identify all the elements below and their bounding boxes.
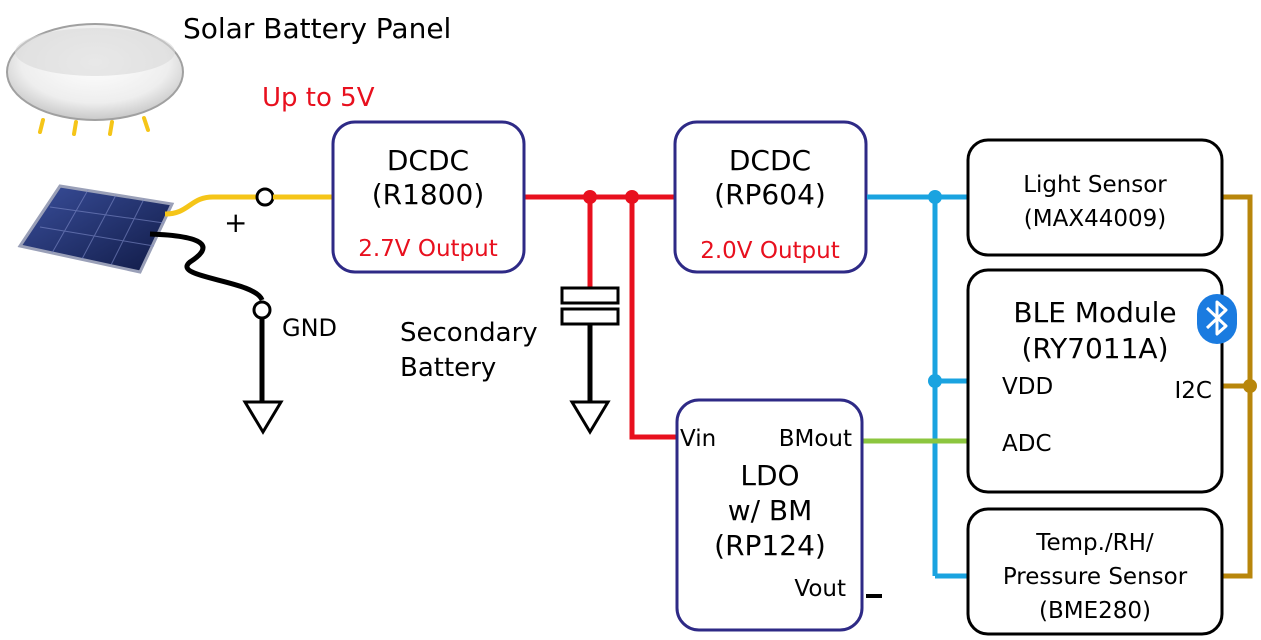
- input-voltage-note: Up to 5V: [262, 83, 375, 113]
- ble-title: BLE Module: [1013, 296, 1176, 329]
- secondary-battery-icon: [560, 286, 620, 435]
- battery-label-line2: Battery: [400, 353, 496, 383]
- red-power-rail: [525, 194, 677, 440]
- env-sensor-title-line2: Pressure Sensor: [1003, 564, 1188, 590]
- ldo-vout-pin: Vout: [794, 576, 846, 602]
- light-sensor-title: Light Sensor: [1023, 172, 1167, 198]
- junction-dot: [928, 190, 942, 204]
- bluetooth-icon: [1197, 294, 1237, 344]
- ldo-subtitle: w/ BM: [728, 494, 813, 527]
- ldo-rp124-box: [675, 398, 864, 632]
- junction-dot: [928, 374, 942, 388]
- dcdc1-part: (R1800): [372, 178, 485, 211]
- light-sensor-box: [966, 138, 1224, 257]
- dcdc2-part: (RP604): [714, 178, 826, 211]
- env-sensor-box: [966, 507, 1224, 636]
- dcdc-rp604-box: [673, 120, 868, 274]
- ldo-part: (RP124): [714, 529, 826, 562]
- ble-adc-pin: ADC: [1002, 431, 1052, 457]
- dcdc1-output: 2.7V Output: [358, 236, 498, 262]
- ble-vdd-pin: VDD: [1002, 374, 1053, 400]
- positive-terminal-icon: [255, 187, 275, 207]
- dcdc2-output: 2.0V Output: [700, 238, 840, 264]
- light-sensor-part: (MAX44009): [1024, 206, 1166, 232]
- ble-i2c-pin: I2C: [1175, 378, 1212, 404]
- env-sensor-title-line1: Temp./RH/: [1035, 530, 1154, 556]
- gnd-label: GND: [282, 314, 337, 342]
- diagram-title: Solar Battery Panel: [183, 12, 451, 45]
- dcdc1-title: DCDC: [387, 144, 469, 177]
- positive-terminal-label: +: [224, 206, 247, 239]
- solar-panel-icon: [17, 184, 175, 274]
- ble-part: (RY7011A): [1021, 332, 1168, 365]
- junction-dot: [625, 190, 639, 204]
- blue-power-rail: [867, 194, 968, 579]
- dcdc2-title: DCDC: [729, 144, 811, 177]
- battery-label-line1: Secondary: [400, 318, 538, 348]
- ground-symbol-icon: [242, 400, 284, 435]
- panel-negative-wire: [149, 231, 265, 302]
- ldo-bmout-pin: BMout: [779, 426, 852, 452]
- dcdc-r1800-box: [331, 120, 526, 274]
- gnd-terminal-icon: [252, 300, 272, 320]
- junction-dot: [1243, 379, 1257, 393]
- panel-positive-wire: [164, 194, 258, 217]
- ldo-title: LDO: [740, 459, 799, 492]
- env-sensor-part: (BME280): [1039, 598, 1151, 624]
- ldo-vin-pin: Vin: [680, 426, 716, 452]
- light-rays-icon: [38, 116, 150, 136]
- light-source-lamp-icon: [6, 23, 184, 136]
- ble-module-box: [966, 268, 1224, 494]
- junction-dot: [583, 190, 597, 204]
